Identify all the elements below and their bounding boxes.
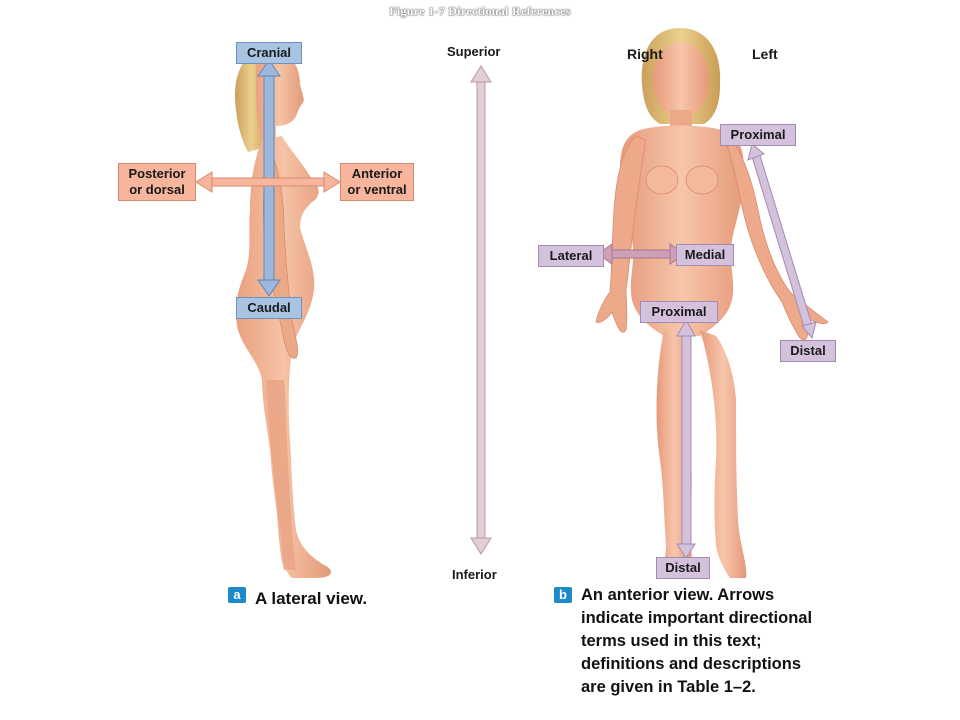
leg-proximal-distal-arrow xyxy=(676,318,696,559)
lateral-label: Lateral xyxy=(538,245,604,267)
superior-label: Superior xyxy=(447,44,501,59)
posterior-label-line1: Posterior xyxy=(128,166,186,181)
lateral-figure-back-leg xyxy=(266,380,296,570)
panel-b-caption: An anterior view. Arrows indicate import… xyxy=(581,584,812,699)
posterior-dorsal-label: Posterior or dorsal xyxy=(118,163,196,201)
distal-leg-label: Distal xyxy=(656,557,710,579)
distal-arm-label: Distal xyxy=(780,340,836,362)
posterior-anterior-arrow xyxy=(195,171,341,193)
anterior-figure-breast-left xyxy=(685,165,719,195)
anterior-figure-left-leg xyxy=(700,330,747,578)
panel-b-badge: b xyxy=(554,587,572,603)
panel-b-caption-line: terms used in this text; xyxy=(581,632,762,650)
panel-a-badge: a xyxy=(228,587,246,603)
posterior-label-line2: or dorsal xyxy=(129,182,185,197)
anterior-label-line2: or ventral xyxy=(347,182,407,197)
panel-b-caption-line: An anterior view. Arrows xyxy=(581,586,775,604)
anterior-figure-breast-right xyxy=(645,165,679,195)
proximal-arm-label: Proximal xyxy=(720,124,796,146)
arm-proximal-distal-arrow xyxy=(747,143,817,340)
anterior-figure-face xyxy=(653,42,709,118)
lateral-figure-body xyxy=(235,136,332,578)
anterior-figure-right-arm xyxy=(595,135,647,333)
figure-title: Figure 1-7 Directional References xyxy=(389,4,571,18)
panel-a-caption: A lateral view. xyxy=(255,589,368,608)
panel-b-caption-line: are given in Table 1–2. xyxy=(581,678,756,696)
right-label: Right xyxy=(627,46,663,62)
inferior-label: Inferior xyxy=(452,567,497,582)
cranial-label: Cranial xyxy=(236,42,302,64)
caudal-label: Caudal xyxy=(236,297,302,319)
anterior-ventral-label: Anterior or ventral xyxy=(340,163,414,201)
proximal-leg-label: Proximal xyxy=(640,301,718,323)
medial-label: Medial xyxy=(676,244,734,266)
panel-b-caption-line: indicate important directional xyxy=(581,609,813,627)
left-label: Left xyxy=(752,46,778,62)
anterior-label-line1: Anterior xyxy=(351,166,403,181)
superior-inferior-arrow xyxy=(470,65,492,555)
anterior-figure xyxy=(595,28,829,578)
panel-b-caption-line: definitions and descriptions xyxy=(581,655,802,673)
